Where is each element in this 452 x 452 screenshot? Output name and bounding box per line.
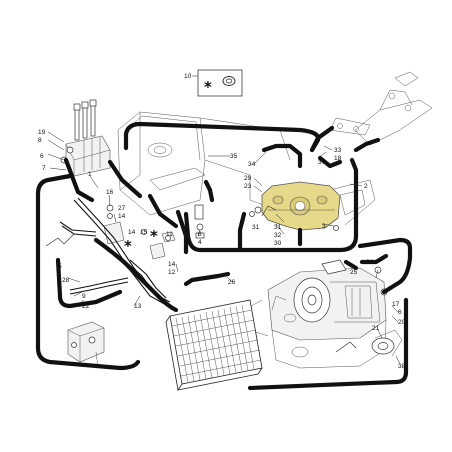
callout-32: 32	[274, 232, 282, 239]
callout-29: 29	[244, 175, 252, 182]
hydraulic-pump-motor	[247, 259, 403, 369]
callout-18: 18	[334, 155, 342, 162]
callout-19: 19	[38, 129, 46, 136]
callout-11: 11	[166, 231, 173, 238]
callout-24: 24	[366, 259, 374, 266]
callout-13: 13	[134, 303, 142, 310]
callout-8-top: 8	[38, 137, 42, 144]
callout-14-top: 14	[118, 213, 126, 220]
callout-20: 20	[398, 319, 406, 326]
gasket-icon	[222, 76, 236, 86]
oil-cooler-radiator	[165, 299, 263, 392]
leader-lines	[47, 131, 401, 365]
filter-block	[67, 321, 105, 369]
callout-6-left: 6	[40, 153, 44, 160]
callout-6-right: 6	[398, 309, 402, 316]
callout-10: 10	[184, 73, 192, 80]
callout-labels: 19 8 6 7 1 16 27 14 14 15 11 8 4 12 14 5…	[38, 129, 406, 370]
callout-3: 3	[322, 223, 326, 230]
callout-2: 2	[364, 183, 368, 190]
callout-5: 5	[58, 263, 62, 270]
callout-14-low: 14	[168, 261, 176, 268]
callout-28: 28	[62, 277, 70, 284]
callout-23: 23	[244, 183, 252, 190]
rigid-pipes	[59, 197, 171, 307]
callout-38: 38	[398, 363, 406, 370]
callout-35: 35	[230, 153, 238, 160]
kit-asterisk: *	[204, 78, 212, 96]
callout-14-mid: 14	[128, 229, 136, 236]
callout-8-mid: 8	[198, 231, 202, 238]
callout-26: 26	[228, 279, 236, 286]
callout-22: 22	[82, 303, 90, 310]
callout-12: 12	[168, 269, 176, 276]
callout-27: 27	[118, 205, 126, 212]
kit-box: * 10	[184, 69, 243, 97]
callout-9: 9	[82, 293, 86, 300]
callout-31-left: 31	[252, 224, 260, 231]
hydraulic-hoses	[35, 121, 413, 391]
asterisk-right: *	[150, 227, 158, 245]
highlighted-pump-block	[249, 181, 341, 231]
callout-33: 33	[334, 147, 342, 154]
callout-25: 25	[350, 269, 358, 276]
callout-7: 7	[42, 165, 46, 172]
callout-4: 4	[198, 239, 202, 246]
control-valve-assembly	[60, 99, 111, 177]
callout-15: 15	[140, 229, 148, 236]
callout-31-right: 31	[274, 224, 282, 231]
callout-37: 37	[318, 159, 326, 166]
callout-16: 16	[106, 189, 114, 196]
callout-21: 21	[372, 325, 380, 332]
callout-17: 17	[392, 301, 400, 308]
callout-30: 30	[274, 240, 282, 247]
detail-arrows	[45, 205, 357, 353]
asterisk-left: *	[124, 237, 132, 255]
callout-34: 34	[248, 161, 256, 168]
callout-1: 1	[88, 171, 92, 178]
